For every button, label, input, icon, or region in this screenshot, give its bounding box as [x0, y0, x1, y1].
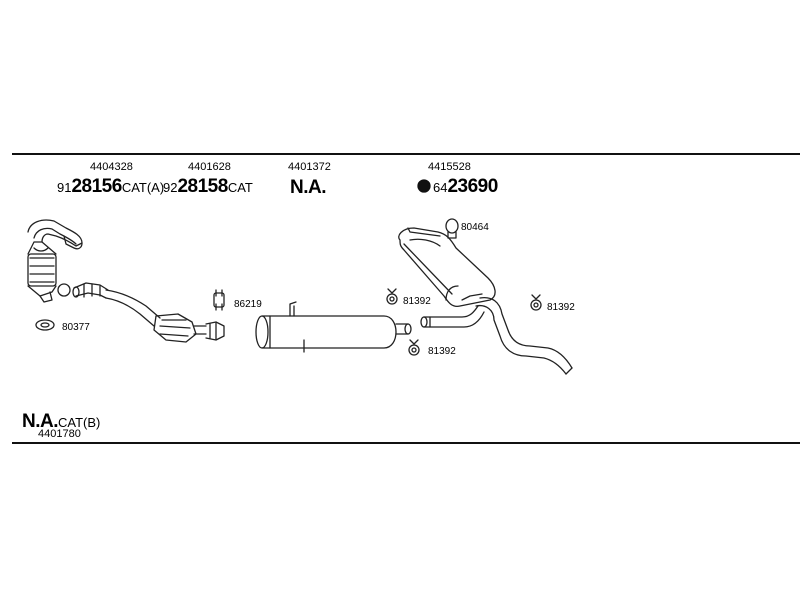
part-number-4-prefix: 64 — [433, 180, 448, 195]
ref-label-80377: 80377 — [62, 322, 90, 333]
hanger-81392-a-icon — [386, 288, 398, 305]
front-manifold-catalyst — [27, 219, 83, 303]
footer-part-main: N.A. — [22, 411, 59, 432]
ref-label-81392-a: 81392 — [403, 296, 431, 307]
clamp-86219-icon — [213, 289, 225, 311]
ref-label-81392-c: 81392 — [428, 346, 456, 357]
part-number-2-prefix: 92 — [163, 180, 178, 195]
header-id-2: 4401628 — [188, 161, 231, 173]
bottom-divider — [12, 442, 800, 444]
header-id-3: 4401372 — [288, 161, 331, 173]
part-4-symbol-icon — [417, 179, 431, 193]
top-divider — [12, 153, 800, 155]
ref-label-80464: 80464 — [461, 222, 489, 233]
part-number-2-suffix: CAT — [227, 180, 253, 195]
hanger-80464-icon — [445, 218, 459, 239]
ref-label-86219: 86219 — [234, 299, 262, 310]
hanger-81392-b-icon — [530, 294, 542, 311]
front-pipe-catalyst — [72, 282, 225, 343]
rear-muffler — [398, 227, 573, 375]
hanger-81392-c-icon — [408, 339, 420, 356]
part-number-2-main: 28158 — [177, 176, 228, 197]
intermediate-pipe — [420, 305, 485, 328]
part-number-1: 91 28156 CAT(A) — [57, 177, 164, 196]
ref-label-81392-b: 81392 — [547, 302, 575, 313]
center-muffler — [255, 301, 412, 353]
footer-part-suffix: CAT(B) — [58, 415, 101, 430]
footer-part-number: N.A. CAT(B) — [22, 412, 100, 431]
part-number-1-main: 28156 — [71, 176, 122, 197]
footer-id: 4401780 — [38, 428, 81, 440]
part-number-4-main: 23690 — [447, 176, 498, 197]
gasket-80377-icon — [35, 319, 55, 331]
part-number-2: 92 28158 CAT — [163, 177, 253, 196]
part-number-1-prefix: 91 — [57, 180, 72, 195]
part-number-1-suffix: CAT(A) — [121, 180, 165, 195]
header-id-4: 4415528 — [428, 161, 471, 173]
part-number-3: N.A. — [290, 177, 327, 198]
header-id-1: 4404328 — [90, 161, 133, 173]
part-number-4: 64 23690 — [433, 177, 498, 196]
